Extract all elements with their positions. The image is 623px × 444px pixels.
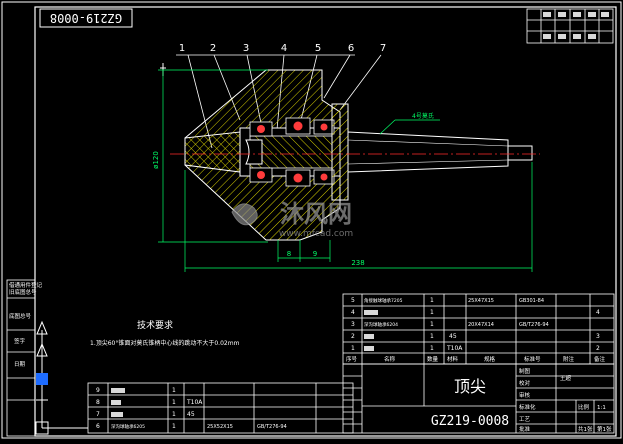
bom-left-qty-6: 1 xyxy=(172,423,176,430)
dim-9: 9 xyxy=(313,250,317,258)
bom-header-std: 标准号 xyxy=(524,355,541,363)
left-strip xyxy=(6,279,36,437)
bom-qty-1: 1 xyxy=(430,345,434,352)
dimension-lines xyxy=(158,69,533,272)
strip-label-5: 日期 xyxy=(14,361,26,368)
bom-left-qty-9: 1 xyxy=(172,387,176,394)
cone-tip xyxy=(184,131,241,173)
tb-designer: 王超 xyxy=(560,374,572,382)
code-box-top: GZ219-0008 xyxy=(39,8,133,28)
balloon-1: 1 xyxy=(179,43,185,54)
bom-spec-5: 25X47X15 xyxy=(468,298,494,304)
bom-name-5: 角接触球轴承7205 xyxy=(364,297,403,304)
bom-no-3: 3 xyxy=(351,321,355,328)
bom-left-spec-6: 25X52X15 xyxy=(207,424,233,430)
inner-border xyxy=(34,6,617,437)
bom-right-4: 4 xyxy=(596,309,600,316)
strip-label-3: 底图总号 xyxy=(9,312,32,320)
bom-no-4: 4 xyxy=(351,309,355,316)
strip-label-2: 旧底图总号 xyxy=(9,288,37,296)
morse-taper-shank xyxy=(347,131,509,173)
bom-left-mat-7: 45 xyxy=(187,411,195,418)
ucs-icon xyxy=(35,320,88,435)
bom-left-std-6: GB/T276-94 xyxy=(257,424,287,430)
dim-length: 238 xyxy=(351,259,364,267)
bom-left-no-9: 9 xyxy=(96,387,100,394)
spindle xyxy=(249,135,333,169)
dim-diameter: ø120 xyxy=(152,151,160,169)
end-cap xyxy=(331,103,349,201)
bom-std-3: GB/T276-94 xyxy=(519,322,549,328)
bom-mat-2: 45 xyxy=(449,333,457,340)
tb-row-1: 制图 xyxy=(519,367,531,375)
bom-no-5: 5 xyxy=(351,297,355,304)
title-block xyxy=(342,363,615,434)
bom-left-no-6: 6 xyxy=(96,423,100,430)
bearing-balls xyxy=(257,121,328,183)
tang xyxy=(507,145,533,161)
watermark: 沐风网 www.mfcad.com xyxy=(231,200,353,239)
bom-right-2: 2 xyxy=(596,345,600,352)
bom-std-5: GB301-84 xyxy=(519,298,544,304)
bom-name-3: 深沟球轴承6204 xyxy=(364,321,398,328)
dim-taper: 4号莫氏 xyxy=(412,112,434,120)
tb-row-6: 批准 xyxy=(519,425,531,433)
bom-left-qty-8: 1 xyxy=(172,399,176,406)
bom-qty-3: 1 xyxy=(430,321,434,328)
bom-right-table xyxy=(342,293,615,365)
watermark-main: 沐风网 xyxy=(280,200,352,228)
bom-left-table xyxy=(87,382,354,434)
bom-no-2: 2 xyxy=(351,333,355,340)
bom-header-remark: 备注 xyxy=(594,355,606,363)
tb-row-2: 校对 xyxy=(519,379,531,387)
bom-spec-3: 20X47X14 xyxy=(468,322,494,328)
tb-sheet-label: 共1张 xyxy=(578,425,593,433)
bom-header-mat: 材料 xyxy=(447,355,459,363)
balloon-4: 4 xyxy=(281,43,287,54)
balloon-2: 2 xyxy=(210,43,216,54)
watermark-url: www.mfcad.com xyxy=(279,229,353,239)
bom-qty-2: 1 xyxy=(430,333,434,340)
bom-right-3: 3 xyxy=(596,333,600,340)
bom-header-note: 附注 xyxy=(563,355,575,363)
bom-no-1: 1 xyxy=(351,345,355,352)
code-bottom-text: GZ219-0008 xyxy=(431,414,509,429)
strip-label-1: 借通用件登记 xyxy=(9,281,43,289)
tech-req-title: 技术要求 xyxy=(137,319,173,331)
tb-scale-label: 比例 xyxy=(578,403,590,411)
bom-mat-1: T10A xyxy=(446,345,463,352)
dim-8: 8 xyxy=(287,250,291,258)
tip-insert xyxy=(245,139,263,165)
top-right-grid xyxy=(526,8,614,44)
bom-left-no-7: 7 xyxy=(96,411,100,418)
balloon-3: 3 xyxy=(243,43,249,54)
balloon-7: 7 xyxy=(380,43,386,54)
bom-qty-4: 1 xyxy=(430,309,434,316)
tb-row-5: 工艺 xyxy=(519,416,531,423)
code-top-text: GZ219-0008 xyxy=(50,11,122,25)
tailstock-center-assembly xyxy=(184,69,533,241)
tb-row-4: 标准化 xyxy=(519,403,536,411)
bom-left-no-8: 8 xyxy=(96,399,100,406)
balloon-5: 5 xyxy=(315,43,321,54)
balloon-6: 6 xyxy=(348,43,354,54)
tb-row-3: 审核 xyxy=(519,391,531,399)
bom-qty-5: 1 xyxy=(430,297,434,304)
part-name: 顶尖 xyxy=(454,377,486,396)
tech-req-item1: 1.顶尖60°锥面对莫氏锥柄中心线的跳动不大于0.02mm xyxy=(90,339,240,347)
bom-header-spec: 规格 xyxy=(484,355,496,363)
tb-sheet-value: 第1张 xyxy=(597,425,612,433)
bom-header-no: 序号 xyxy=(346,355,358,363)
bom-header-name: 名称 xyxy=(384,355,396,363)
bom-header-qty: 数量 xyxy=(427,355,439,363)
bom-left-mat-8: T10A xyxy=(186,399,203,406)
bom-left-qty-7: 1 xyxy=(172,411,176,418)
strip-label-4: 签字 xyxy=(14,337,26,345)
tb-scale-value: 1:1 xyxy=(597,405,606,411)
bom-left-name-6: 深沟球轴承6205 xyxy=(111,423,145,430)
